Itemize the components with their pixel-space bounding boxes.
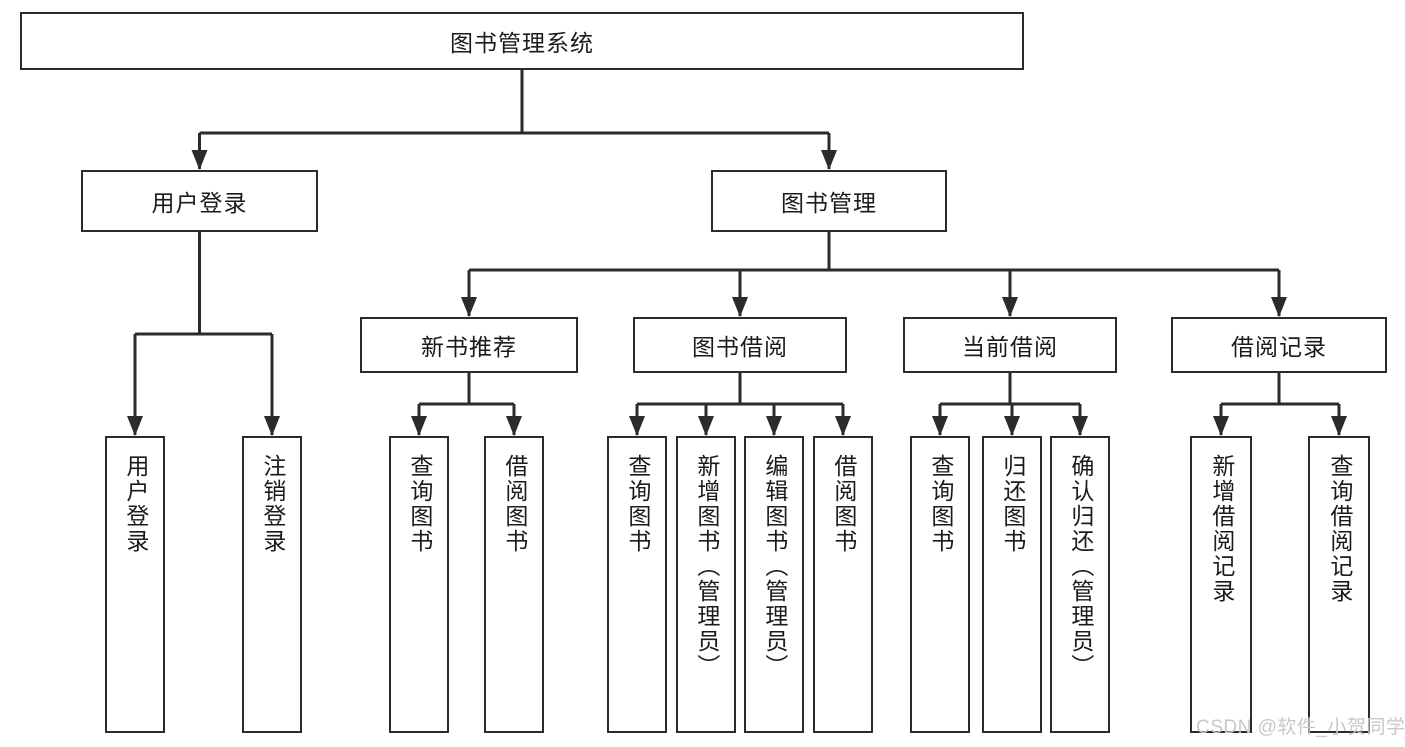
edge-arrowhead <box>698 416 714 436</box>
node-leaf_e1[interactable]: 新增借阅记录 <box>1190 436 1252 733</box>
node-l2d[interactable]: 借阅记录 <box>1171 317 1387 373</box>
node-label: 新书推荐 <box>421 334 517 360</box>
csdn-watermark: CSDN @软件_小贺同学 <box>1196 717 1405 738</box>
node-leaf_c2[interactable]: 新增图书（管理员） <box>676 436 736 733</box>
node-l1b[interactable]: 图书管理 <box>711 170 947 232</box>
node-leaf_c3[interactable]: 编辑图书（管理员） <box>744 436 804 733</box>
node-label: 查询图书 <box>406 454 433 554</box>
node-label: 当前借阅 <box>962 334 1058 360</box>
node-leaf_e2[interactable]: 查询借阅记录 <box>1308 436 1370 733</box>
edge-arrowhead <box>1271 297 1287 317</box>
node-leaf_b2[interactable]: 借阅图书 <box>484 436 544 733</box>
node-label: 新增借阅记录 <box>1208 454 1235 604</box>
node-root[interactable]: 图书管理系统 <box>20 12 1024 70</box>
edge-arrowhead <box>127 416 143 436</box>
edge-arrowhead <box>191 150 208 170</box>
edge-arrowhead <box>264 416 280 436</box>
node-leaf_a2[interactable]: 注销登录 <box>242 436 302 733</box>
node-l2a[interactable]: 新书推荐 <box>360 317 578 373</box>
edge-arrowhead <box>1213 416 1229 436</box>
edge-arrowhead <box>835 416 851 436</box>
node-label: 归还图书 <box>999 454 1026 554</box>
node-label: 查询图书 <box>927 454 954 554</box>
node-label: 图书借阅 <box>692 334 788 360</box>
node-l2c[interactable]: 当前借阅 <box>903 317 1117 373</box>
edge-arrowhead <box>629 416 645 436</box>
node-label: 注销登录 <box>259 454 286 554</box>
node-l2b[interactable]: 图书借阅 <box>633 317 847 373</box>
node-label: 借阅图书 <box>830 454 857 554</box>
node-label: 确认归还（管理员） <box>1067 454 1094 679</box>
node-leaf_b1[interactable]: 查询图书 <box>389 436 449 733</box>
node-leaf_c4[interactable]: 借阅图书 <box>813 436 873 733</box>
edge-arrowhead <box>1004 416 1020 436</box>
node-l1a[interactable]: 用户登录 <box>81 170 318 232</box>
edge-arrowhead <box>766 416 782 436</box>
node-label: 图书管理 <box>781 190 877 216</box>
node-label: 编辑图书（管理员） <box>761 454 788 679</box>
node-leaf_a1[interactable]: 用户登录 <box>105 436 165 733</box>
node-label: 用户登录 <box>151 190 248 216</box>
node-label: 查询图书 <box>624 454 651 554</box>
edge-arrowhead <box>932 416 948 436</box>
node-label: 借阅记录 <box>1231 334 1327 360</box>
edge-arrowhead <box>821 150 837 170</box>
node-label: 用户登录 <box>122 454 149 554</box>
node-label: 图书管理系统 <box>450 30 594 56</box>
edge-arrowhead <box>506 416 522 436</box>
node-leaf_d2[interactable]: 归还图书 <box>982 436 1042 733</box>
node-leaf_d1[interactable]: 查询图书 <box>910 436 970 733</box>
node-leaf_c1[interactable]: 查询图书 <box>607 436 667 733</box>
edge-arrowhead <box>1331 416 1347 436</box>
node-label: 借阅图书 <box>501 454 528 554</box>
edge-arrowhead <box>411 416 427 436</box>
edge-arrowhead <box>1072 416 1088 436</box>
edge-arrowhead <box>732 297 748 317</box>
node-leaf_d3[interactable]: 确认归还（管理员） <box>1050 436 1110 733</box>
node-label: 新增图书（管理员） <box>693 454 720 679</box>
edge-arrowhead <box>1002 297 1018 317</box>
edge-arrowhead <box>461 297 477 317</box>
node-label: 查询借阅记录 <box>1326 454 1353 604</box>
